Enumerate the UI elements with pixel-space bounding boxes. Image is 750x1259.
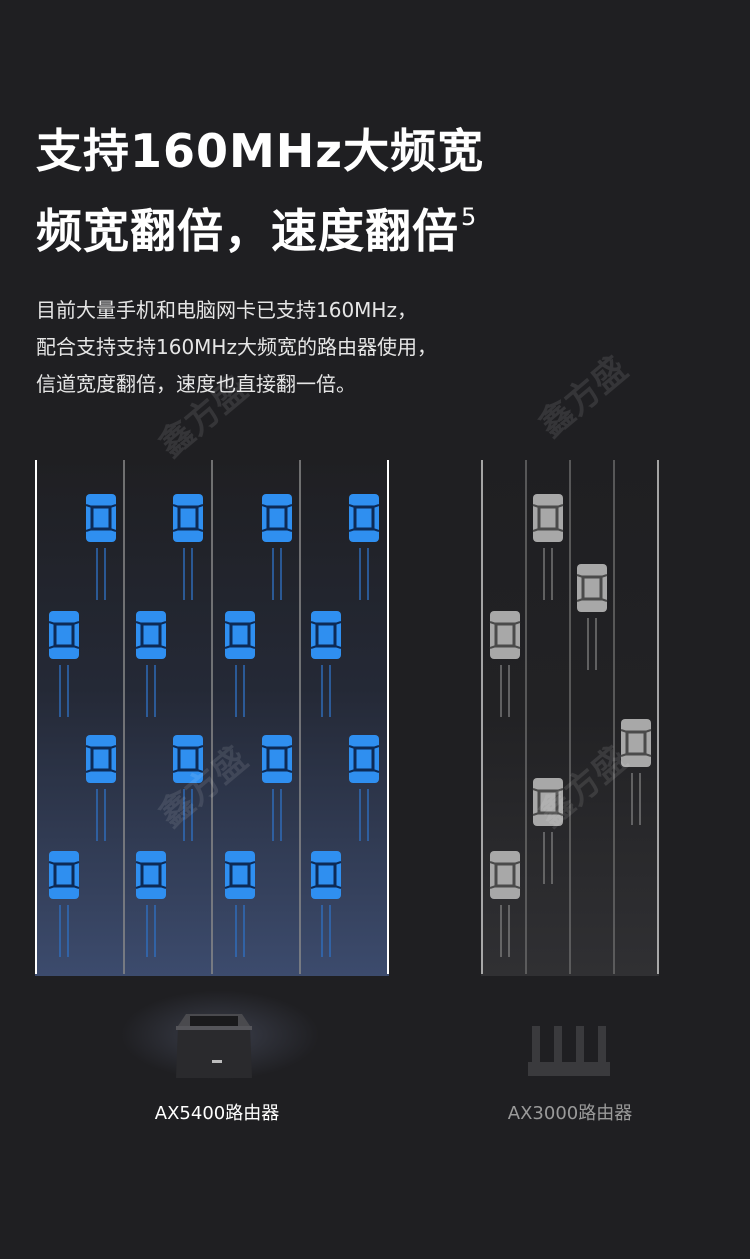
description-line-1: 目前大量手机和电脑网卡已支持160MHz， bbox=[36, 298, 417, 322]
description-line-2: 配合支持支持160MHz大频宽的路由器使用， bbox=[36, 335, 437, 359]
headline-line-2: 频宽翻倍，速度翻倍5 bbox=[36, 184, 484, 264]
headline: 支持160MHz大频宽 频宽翻倍，速度翻倍5 bbox=[36, 118, 484, 264]
description-line-3: 信道宽度翻倍，速度也直接翻一倍。 bbox=[36, 372, 356, 396]
footnote-marker: 5 bbox=[461, 203, 478, 231]
ax5400-label: AX5400路由器 bbox=[154, 1103, 280, 1124]
car-gray bbox=[531, 492, 565, 602]
car-gray bbox=[575, 562, 609, 672]
car-gray bbox=[488, 609, 522, 719]
headline-line-2-text: 频宽翻倍，速度翻倍 bbox=[36, 204, 459, 258]
headline-line-1: 支持160MHz大频宽 bbox=[36, 124, 485, 178]
car-gray bbox=[488, 849, 522, 959]
ax5400-router-image bbox=[176, 1014, 252, 1078]
description: 目前大量手机和电脑网卡已支持160MHz， 配合支持支持160MHz大频宽的路由… bbox=[36, 292, 437, 403]
ax3000-router-image bbox=[528, 1026, 610, 1076]
ax3000-label: AX3000路由器 bbox=[507, 1103, 633, 1124]
